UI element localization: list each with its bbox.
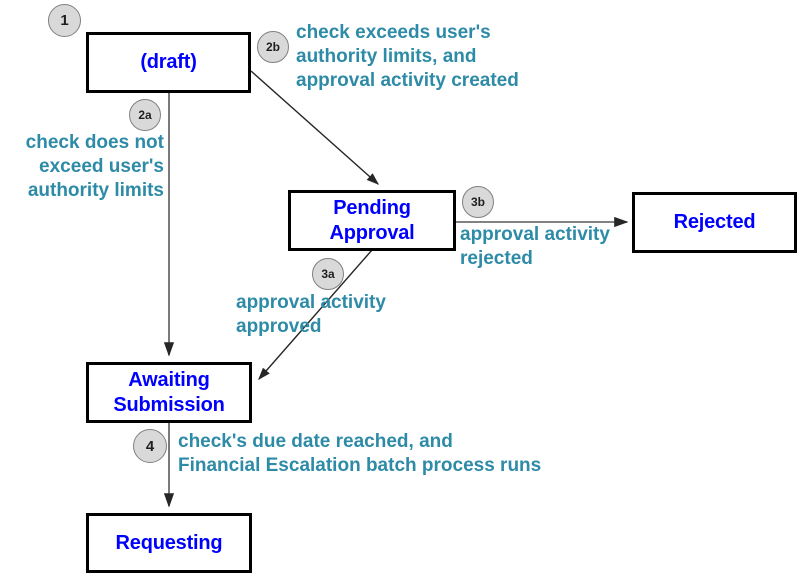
node-rejected[interactable]: Rejected <box>632 192 797 253</box>
node-rejected-label: Rejected <box>673 211 756 233</box>
step-badge-3a[interactable]: 3a <box>312 258 344 290</box>
edge-label-awaiting-to-requesting: check's due date reached, and Financial … <box>178 431 542 476</box>
edge-label-draft-to-awaiting: check does not exceed user's authority l… <box>25 132 164 201</box>
edge-label-pending-to-rejected: approval activity rejected <box>460 224 610 269</box>
step-badge-4-label: 4 <box>145 437 155 455</box>
node-requesting[interactable]: Requesting <box>86 513 252 573</box>
step-badge-3b-label: 3b <box>470 195 485 209</box>
step-badge-2a[interactable]: 2a <box>129 99 161 131</box>
step-badge-1-label: 1 <box>60 12 69 29</box>
edge-draft-to-pending <box>250 70 380 185</box>
step-badge-3a-label: 3a <box>321 267 335 281</box>
node-draft[interactable]: (draft) <box>86 32 251 93</box>
node-awaiting-submission[interactable]: Awaiting Submission <box>86 362 252 423</box>
step-badge-2a-label: 2a <box>138 108 152 122</box>
step-badge-3b[interactable]: 3b <box>462 186 494 218</box>
step-badge-4[interactable]: 4 <box>133 429 167 463</box>
edge-label-draft-to-pending: check exceeds user's authority limits, a… <box>296 22 519 91</box>
edge-pending-to-awaiting <box>258 249 373 381</box>
step-badge-1[interactable]: 1 <box>48 4 81 37</box>
node-draft-label: (draft) <box>140 51 197 73</box>
node-awaiting-submission-label: Awaiting Submission <box>113 368 225 416</box>
edge-label-pending-to-awaiting: approval activity approved <box>236 292 386 337</box>
node-pending-approval[interactable]: Pending Approval <box>288 190 456 251</box>
node-pending-approval-label: Pending Approval <box>329 196 415 244</box>
node-requesting-label: Requesting <box>115 531 223 554</box>
step-badge-2b[interactable]: 2b <box>257 31 289 63</box>
step-badge-2b-label: 2b <box>265 40 280 54</box>
